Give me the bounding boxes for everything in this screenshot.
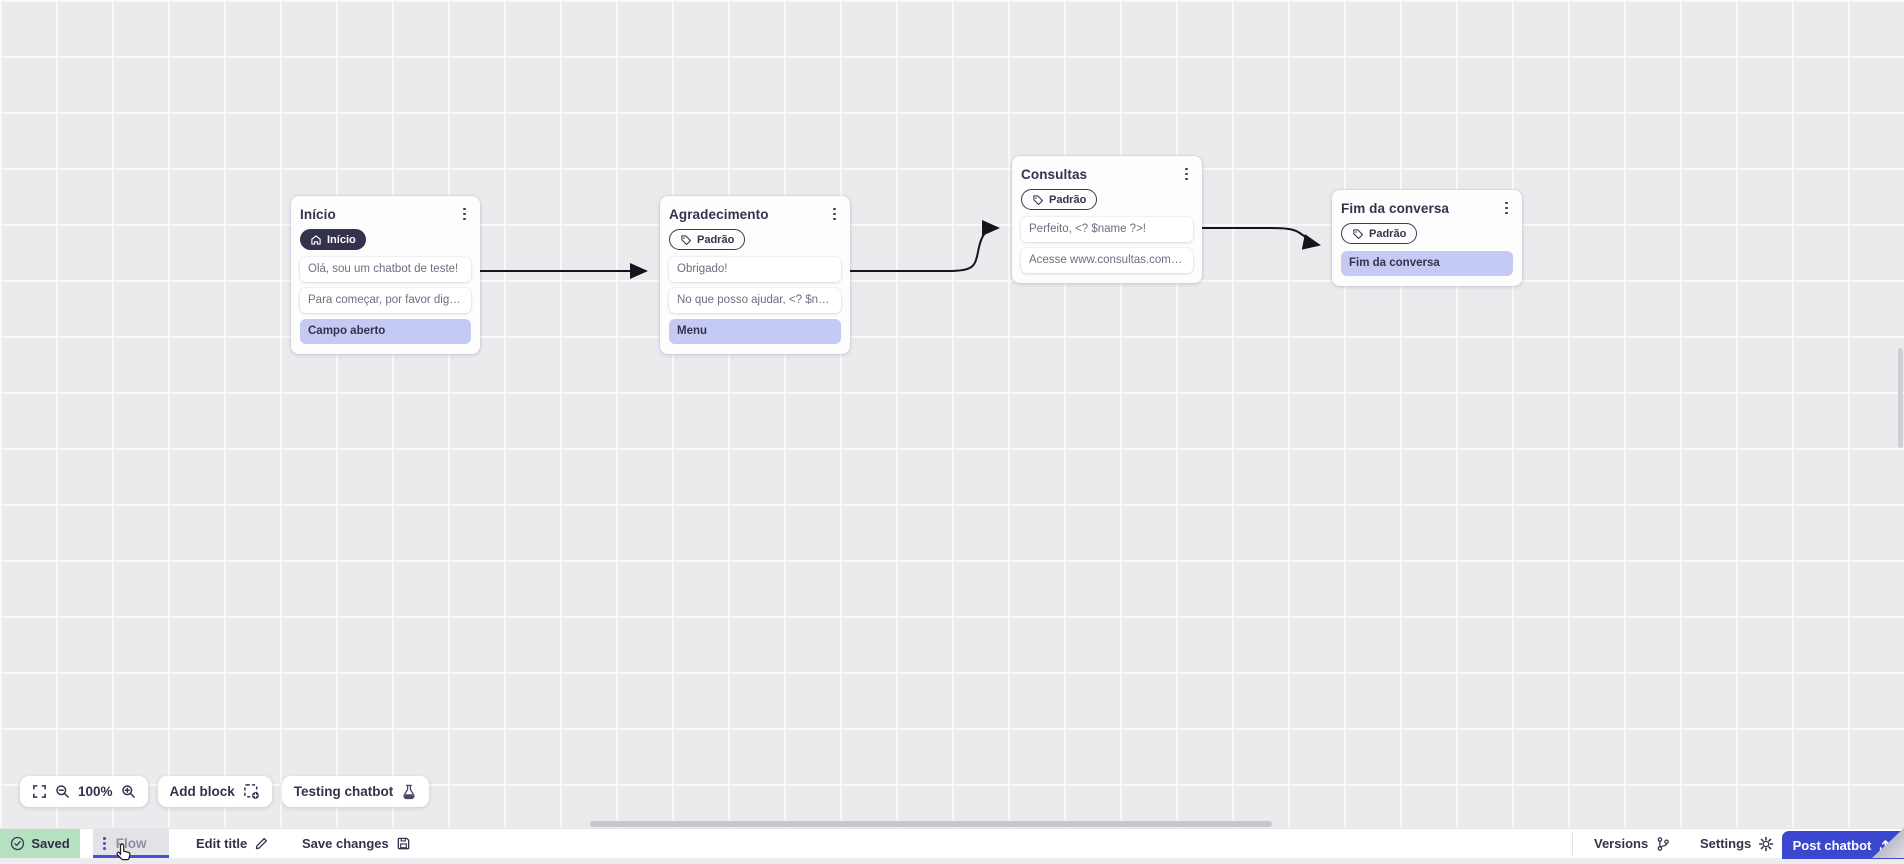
drag-handle-icon[interactable] <box>103 836 106 851</box>
flask-icon <box>401 784 417 800</box>
default-badge: Padrão <box>1341 223 1418 244</box>
testing-chatbot-button[interactable]: Testing chatbot <box>281 776 430 807</box>
message-row[interactable]: Acesse www.consultas.com par... <box>1021 247 1193 273</box>
wire-agradecimento-consultas <box>850 220 1000 272</box>
action-text: Campo aberto <box>308 325 386 337</box>
badge-label: Início <box>327 233 356 246</box>
post-chatbot-label: Post chatbot <box>1792 837 1872 853</box>
default-badge: Padrão <box>1021 189 1098 210</box>
canvas-toolbar: 100% Add block Testing chatbot <box>20 776 430 807</box>
fullscreen-icon[interactable] <box>32 784 47 799</box>
edit-title-label: Edit title <box>196 836 248 851</box>
add-block-label: Add block <box>169 784 235 799</box>
message-row[interactable]: Perfeito, <? $name ?>! <box>1021 216 1193 242</box>
kebab-menu-icon[interactable] <box>1500 199 1513 218</box>
message-row[interactable]: Obrigado! <box>669 256 841 282</box>
node-inicio[interactable]: Início Início Olá, sou um chatbot de tes… <box>291 196 480 354</box>
tag-icon <box>681 234 692 245</box>
node-title: Início <box>300 206 336 222</box>
save-changes-button[interactable]: Save changes <box>302 829 411 858</box>
node-title: Consultas <box>1021 166 1088 182</box>
vertical-scrollbar[interactable] <box>1898 348 1903 448</box>
message-row[interactable]: No que posso ajudar, <? $name ... <box>669 287 841 313</box>
action-text: Fim da conversa <box>1349 257 1440 269</box>
node-consultas[interactable]: Consultas Padrão Perfeito, <? $name ?>! … <box>1012 156 1202 283</box>
tag-icon <box>1033 194 1044 205</box>
flow-canvas[interactable]: Início Início Olá, sou um chatbot de tes… <box>0 0 1904 828</box>
action-row[interactable]: Menu <box>669 318 841 344</box>
edit-title-button[interactable]: Edit title <box>196 829 269 858</box>
versions-button[interactable]: Versions <box>1594 829 1671 858</box>
tab-flow[interactable]: Flow <box>93 829 169 858</box>
kebab-menu-icon[interactable] <box>828 205 841 224</box>
zoom-in-icon[interactable] <box>121 784 136 799</box>
versions-label: Versions <box>1594 836 1649 851</box>
check-circle-icon <box>11 836 25 851</box>
add-block-icon <box>243 783 260 800</box>
zoom-level: 100% <box>78 784 113 799</box>
message-row[interactable]: Olá, sou um chatbot de teste! <box>300 256 471 282</box>
badge-label: Padrão <box>697 233 735 246</box>
post-chatbot-button[interactable]: Post chatbot <box>1782 831 1904 859</box>
kebab-menu-icon[interactable] <box>1180 165 1193 184</box>
statusbar-separator <box>1572 833 1573 855</box>
kebab-menu-icon[interactable] <box>458 205 471 224</box>
flow-tab-label: Flow <box>115 836 147 851</box>
message-text: Olá, sou um chatbot de teste! <box>308 263 459 275</box>
wire-consultas-fim <box>1202 227 1321 250</box>
save-changes-label: Save changes <box>302 836 389 851</box>
upload-icon <box>1880 839 1892 852</box>
node-fim-da-conversa[interactable]: Fim da conversa Padrão Fim da conversa <box>1332 190 1522 286</box>
testing-chatbot-label: Testing chatbot <box>293 784 394 799</box>
message-text: Perfeito, <? $name ?>! <box>1029 223 1146 235</box>
default-badge: Padrão <box>669 229 746 250</box>
settings-label: Settings <box>1700 836 1752 851</box>
message-text: Acesse www.consultas.com par... <box>1029 254 1185 266</box>
action-text: Menu <box>677 325 708 337</box>
node-title: Agradecimento <box>669 206 769 222</box>
home-icon <box>311 234 321 245</box>
message-text: Obrigado! <box>677 263 728 275</box>
saved-status-badge: Saved <box>0 829 80 858</box>
node-title: Fim da conversa <box>1341 200 1450 216</box>
message-row[interactable]: Para começar, por favor digite o ... <box>300 287 471 313</box>
pencil-icon <box>256 837 268 850</box>
node-agradecimento[interactable]: Agradecimento Padrão Obrigado! No que po… <box>660 196 850 354</box>
message-text: No que posso ajudar, <? $name ... <box>677 294 833 306</box>
action-row[interactable]: Fim da conversa <box>1341 250 1513 276</box>
start-badge: Início <box>300 229 366 250</box>
active-tab-indicator <box>93 855 169 858</box>
zoom-out-icon[interactable] <box>55 784 70 799</box>
saved-label: Saved <box>31 836 70 851</box>
horizontal-scrollbar[interactable] <box>590 821 1272 827</box>
save-icon <box>397 837 410 850</box>
status-bar: Saved Flow Edit title Save changes Versi… <box>0 828 1904 859</box>
branch-icon <box>1657 836 1670 851</box>
add-block-button[interactable]: Add block <box>157 776 272 807</box>
gear-icon <box>1759 836 1774 851</box>
message-text: Para começar, por favor digite o ... <box>308 294 463 306</box>
action-row[interactable]: Campo aberto <box>300 318 471 344</box>
settings-button[interactable]: Settings <box>1700 829 1774 858</box>
tag-icon <box>1353 228 1364 239</box>
zoom-controls: 100% <box>20 776 148 807</box>
connection-wires <box>480 220 1321 279</box>
badge-label: Padrão <box>1049 193 1087 206</box>
badge-label: Padrão <box>1369 227 1407 240</box>
